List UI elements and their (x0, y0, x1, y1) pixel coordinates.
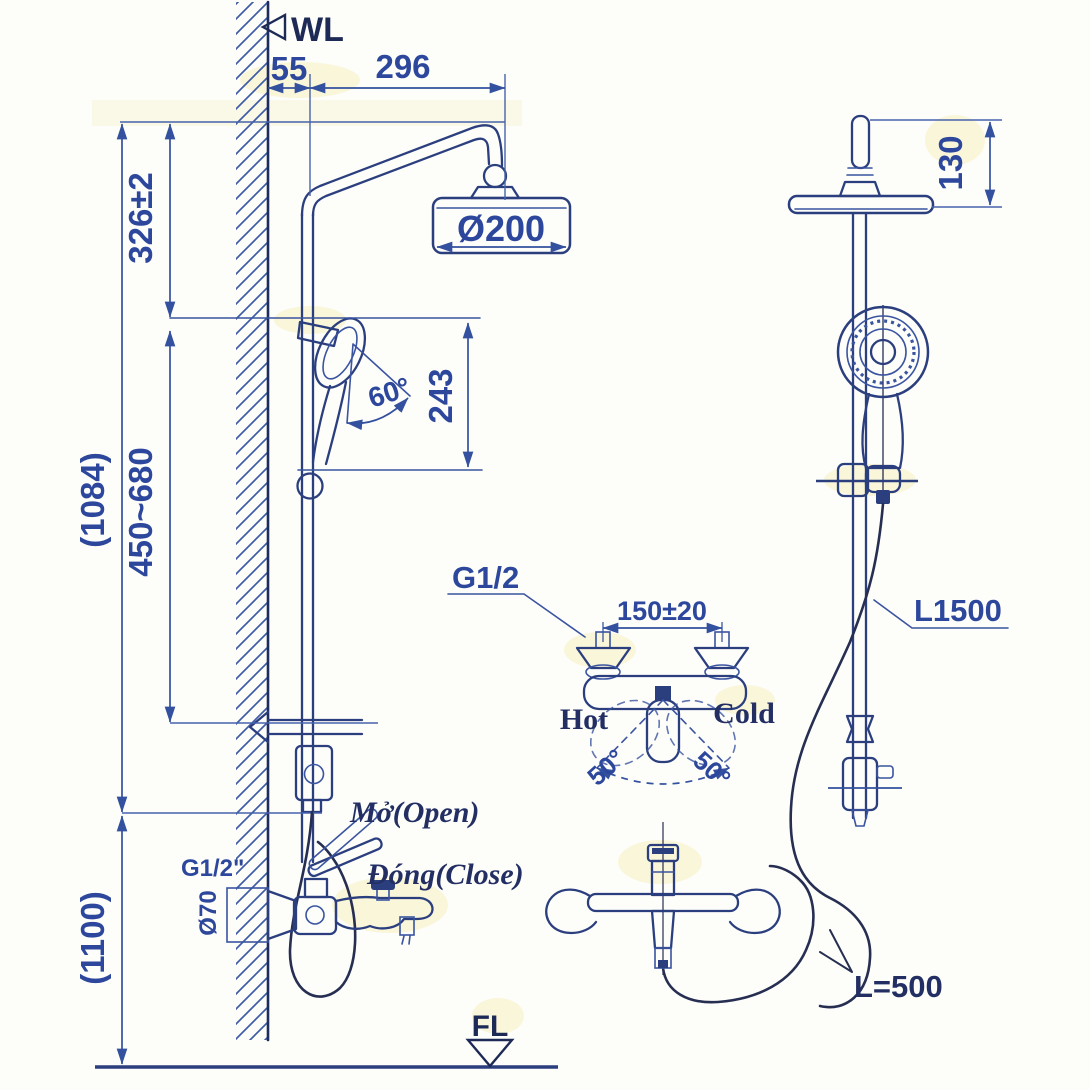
handshower-hub (869, 338, 897, 366)
supply-thread-label: G1/2 (452, 560, 519, 595)
inlet-thread-label: G1/2" (181, 855, 244, 882)
plan-view-mixer: G1/2 150±20 50° 50° Hot Cold (447, 560, 775, 794)
mixer-spout-side (334, 895, 434, 930)
handshower-angle-dim: 60° (364, 371, 414, 414)
spout-drip-lines (401, 935, 411, 945)
wl-label: WL (291, 11, 344, 49)
swing-left-dim: 50° (581, 743, 630, 792)
floor-marker: FL (95, 1010, 558, 1069)
front-hose-l1500 (789, 502, 885, 1009)
wall-hatching (236, 2, 268, 1040)
scan-blob (472, 998, 524, 1034)
wall-offset-dim: 55 (271, 50, 308, 87)
hot-label: Hot (560, 703, 608, 736)
swing-lens-left (589, 699, 661, 767)
mixer-cartridge (305, 905, 325, 925)
side-hose-loop (288, 810, 357, 998)
diverter-knob (371, 880, 395, 890)
column-height-dim: (1084) (74, 452, 111, 547)
handshower-nozzles (850, 319, 916, 385)
scan-blob (925, 115, 985, 165)
head-to-top-dim: 130 (932, 135, 969, 190)
spout-outlet (399, 916, 415, 936)
handshower-handle-front (861, 392, 904, 470)
swing-arc (596, 767, 730, 785)
side-view-dimensions: 55 296 326±2 450~680 (1084) (1100) 243 (74, 48, 506, 1065)
mixer-body-side (292, 895, 338, 936)
inlet-flange-right (704, 664, 740, 680)
pipe-coupler (845, 714, 875, 744)
angle-arc (346, 397, 409, 431)
close-label: Đóng(Close) (366, 858, 524, 891)
wl-triangle-icon (260, 12, 287, 42)
escutcheon-dia-label: Ø70 (195, 890, 222, 935)
mixer-cap-fill (652, 848, 674, 854)
handshower-holder (296, 320, 340, 348)
inlet-spacing-dim: 150±20 (617, 596, 707, 626)
fl-triangle-icon (465, 1038, 515, 1068)
mixer-lever-open (308, 808, 379, 871)
fl-label: FL (472, 1010, 509, 1043)
l1500-leader (873, 599, 1009, 629)
bracket-knob (876, 765, 894, 779)
handshower-hose-nut (296, 472, 324, 500)
cold-label: Cold (713, 697, 775, 730)
bottom-bracket-front (841, 756, 879, 812)
scan-artifacts (92, 62, 985, 1034)
mixer-wing-left (545, 888, 598, 935)
mixer-body-plan (582, 674, 748, 711)
scan-blob (564, 632, 636, 668)
head-connector-flare (469, 185, 521, 200)
hose-nipple (876, 490, 890, 504)
handshower-length-dim: 243 (422, 368, 459, 423)
mixer-neck (303, 877, 329, 899)
handshower-head-front (836, 305, 930, 399)
swing-rays (596, 699, 730, 769)
arm-reach-dim: 296 (375, 48, 430, 85)
shower-arm-outer (300, 124, 504, 218)
shower-arm-inner (311, 137, 491, 218)
slider-knob (303, 763, 325, 785)
mixer-lever-closed (307, 837, 383, 878)
inlet-funnel-right (693, 646, 750, 670)
handshower-handle-edge2 (324, 380, 348, 466)
lower-bracket-wall-clip (248, 710, 270, 744)
overhead-shower-front (787, 194, 935, 215)
head-diameter-dim: Ø200 (457, 208, 545, 249)
spout-hose-label: L=500 (854, 969, 943, 1004)
slide-range-dim: 450~680 (122, 447, 159, 576)
front-view: 130 L1500 L=500 (545, 114, 1009, 1009)
front-hose-l500 (661, 864, 815, 1004)
handshower-ring2 (859, 328, 907, 376)
wall-escutcheon-cone (266, 889, 298, 941)
thread-leader-line (447, 593, 586, 638)
inlet-flange-left (585, 664, 621, 680)
wall-section (236, 0, 270, 1042)
open-label: Mở(Open) (349, 796, 479, 829)
water-line-marker: WL (120, 11, 505, 123)
stem-flare (838, 180, 882, 198)
swing-right-dim: 50° (687, 745, 736, 794)
swing-lens-right (665, 699, 737, 767)
handshower-handle-edge1 (311, 384, 332, 464)
arm-ball-joint (482, 163, 508, 189)
overhead-shower-side (431, 196, 572, 255)
mixer-floor-dim: (1100) (74, 891, 111, 985)
bracket-tip (850, 809, 870, 827)
top-stem (850, 114, 871, 170)
top-to-bracket-dim: 326±2 (122, 172, 159, 264)
handshower-head-side (313, 317, 367, 389)
handshower-ring1 (846, 315, 920, 389)
lever-pivot (655, 686, 671, 700)
mixer-hose-nut-front (658, 960, 668, 968)
hose-length-label: L1500 (914, 593, 1002, 628)
mixer-wing-right (728, 888, 781, 935)
l500-leader (819, 929, 853, 973)
